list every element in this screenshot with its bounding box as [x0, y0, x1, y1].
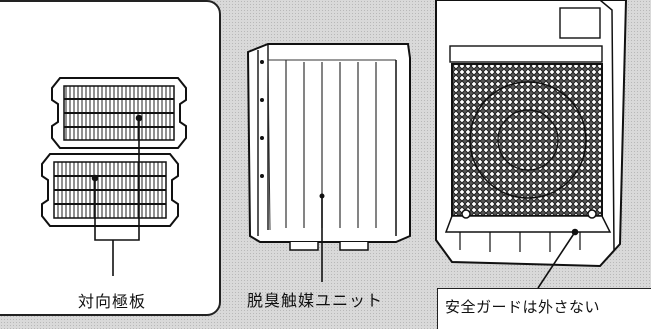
safety-guard-note-label: 安全ガードは外さない	[445, 298, 601, 316]
safety-guard-mesh	[451, 63, 603, 217]
opposing-plate-top	[51, 77, 187, 149]
safety-guard-leader-line	[537, 228, 579, 289]
deodorizing-catalyst-unit-label: 脱臭触媒ユニット	[247, 291, 384, 310]
opposing-plate-bottom	[41, 153, 179, 227]
safety-guard-callout-box	[437, 288, 651, 329]
opposing-plates-label: 対向極板	[78, 292, 147, 311]
deodorizing-catalyst-unit	[246, 43, 411, 282]
air-purifier-body	[435, 0, 628, 268]
opposing-plates-leader-lines	[91, 114, 143, 276]
